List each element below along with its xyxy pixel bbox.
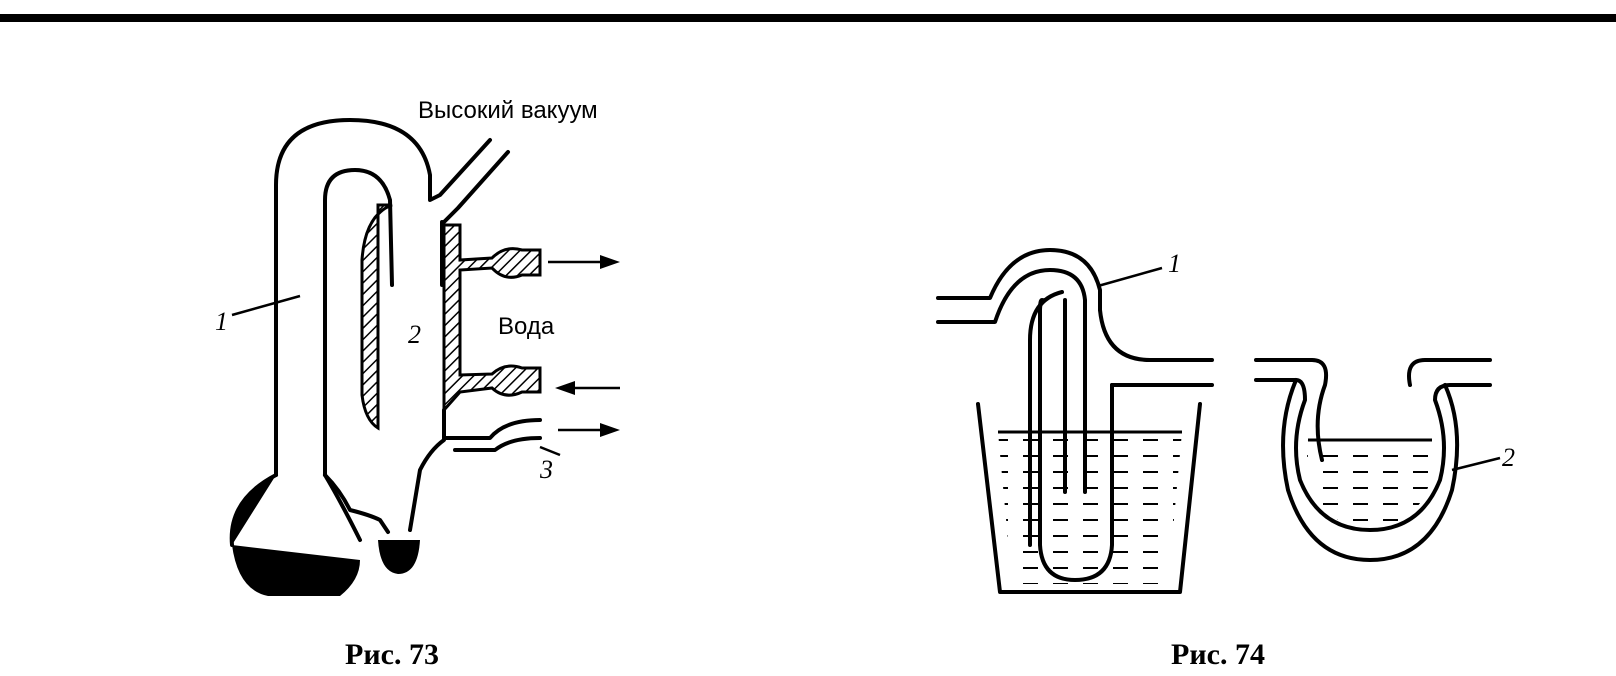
top-rule xyxy=(0,14,1616,22)
flask-wall-right xyxy=(323,473,362,542)
caption-74: Рис. 74 xyxy=(1171,638,1265,671)
trap1-outlet-upper xyxy=(1098,308,1214,362)
caption-73: Рис. 73 xyxy=(345,638,439,671)
flask-bottom xyxy=(231,475,360,596)
trap2-outer-body xyxy=(1281,378,1460,562)
label-vacuum: Высокий вакуум xyxy=(418,97,598,124)
trap2-outer xyxy=(1254,358,1329,462)
leader-74-2 xyxy=(1451,456,1501,472)
trap1-inlet-upper xyxy=(936,248,1102,312)
figure-74: 1 2 Рис. 74 xyxy=(936,248,1515,671)
trap1-outer-shell xyxy=(1028,290,1064,547)
label-water: Вода xyxy=(498,313,555,340)
outlet-pipe-lower xyxy=(453,436,542,452)
trap2-inner xyxy=(1254,378,1492,532)
arrow-out-top xyxy=(548,255,620,269)
trap2-liquid xyxy=(1307,440,1433,530)
label-2: 2 xyxy=(408,320,421,349)
outlet-pipe xyxy=(442,418,542,440)
trap2-outlet-upper xyxy=(1407,358,1492,387)
right-lower-wall xyxy=(408,408,446,532)
cold-finger-hatch xyxy=(360,203,393,431)
flask-wall xyxy=(229,473,278,547)
label-3: 3 xyxy=(539,455,553,484)
leader-1 xyxy=(231,294,301,317)
label-1: 1 xyxy=(215,307,228,336)
arrow-in xyxy=(555,381,620,395)
jacket-hatch xyxy=(442,223,542,414)
beaker xyxy=(976,402,1202,594)
label-74-1: 1 xyxy=(1168,249,1181,278)
outer-wall xyxy=(274,118,492,477)
collector-bulb xyxy=(378,540,420,574)
left-lower-wall xyxy=(323,473,390,534)
arrow-out-bottom xyxy=(558,423,620,437)
inner-tube xyxy=(323,168,394,477)
label-74-2: 2 xyxy=(1502,443,1515,472)
vacuum-tube-upper xyxy=(442,150,510,224)
leader-3 xyxy=(539,445,561,457)
trap1-inlet-lower xyxy=(936,268,1087,494)
leader-74-1 xyxy=(1097,266,1163,288)
figure-73: Высокий вакуум Вода 1 2 3 Рис. 73 xyxy=(215,97,620,671)
beaker-liquid xyxy=(998,432,1182,584)
